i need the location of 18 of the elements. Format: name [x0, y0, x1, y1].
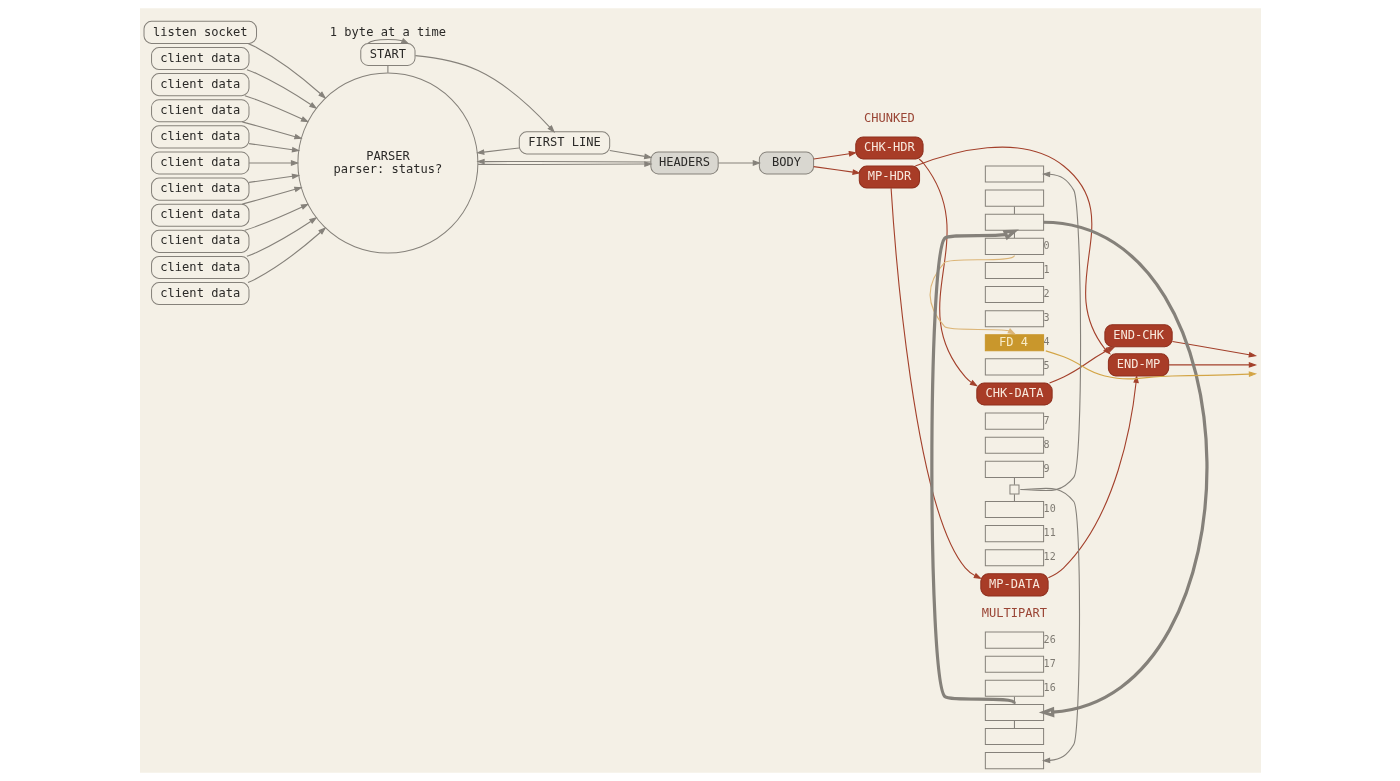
- node-label: 3: [1043, 312, 1050, 324]
- label: MULTIPART: [981, 606, 1047, 621]
- node-label: 5: [1043, 360, 1050, 372]
- node-label: 0: [1043, 239, 1050, 251]
- label: CHUNKED: [863, 110, 915, 125]
- node-label: 17: [1043, 657, 1056, 669]
- node-label: 8: [1043, 438, 1050, 450]
- node-label: 1: [1043, 263, 1050, 275]
- node-label: 26: [1043, 633, 1056, 645]
- node-label: 10: [1043, 503, 1056, 515]
- node-label: 12: [1043, 551, 1056, 563]
- node-label: 16: [1043, 681, 1056, 693]
- node-label: 4: [1043, 336, 1050, 348]
- node-label: 11: [1043, 527, 1056, 539]
- node-label: 2: [1043, 288, 1050, 300]
- node-label: 9: [1043, 462, 1050, 474]
- edge-label: 1 byte at a time: [329, 25, 446, 40]
- node-label: 7: [1043, 414, 1050, 426]
